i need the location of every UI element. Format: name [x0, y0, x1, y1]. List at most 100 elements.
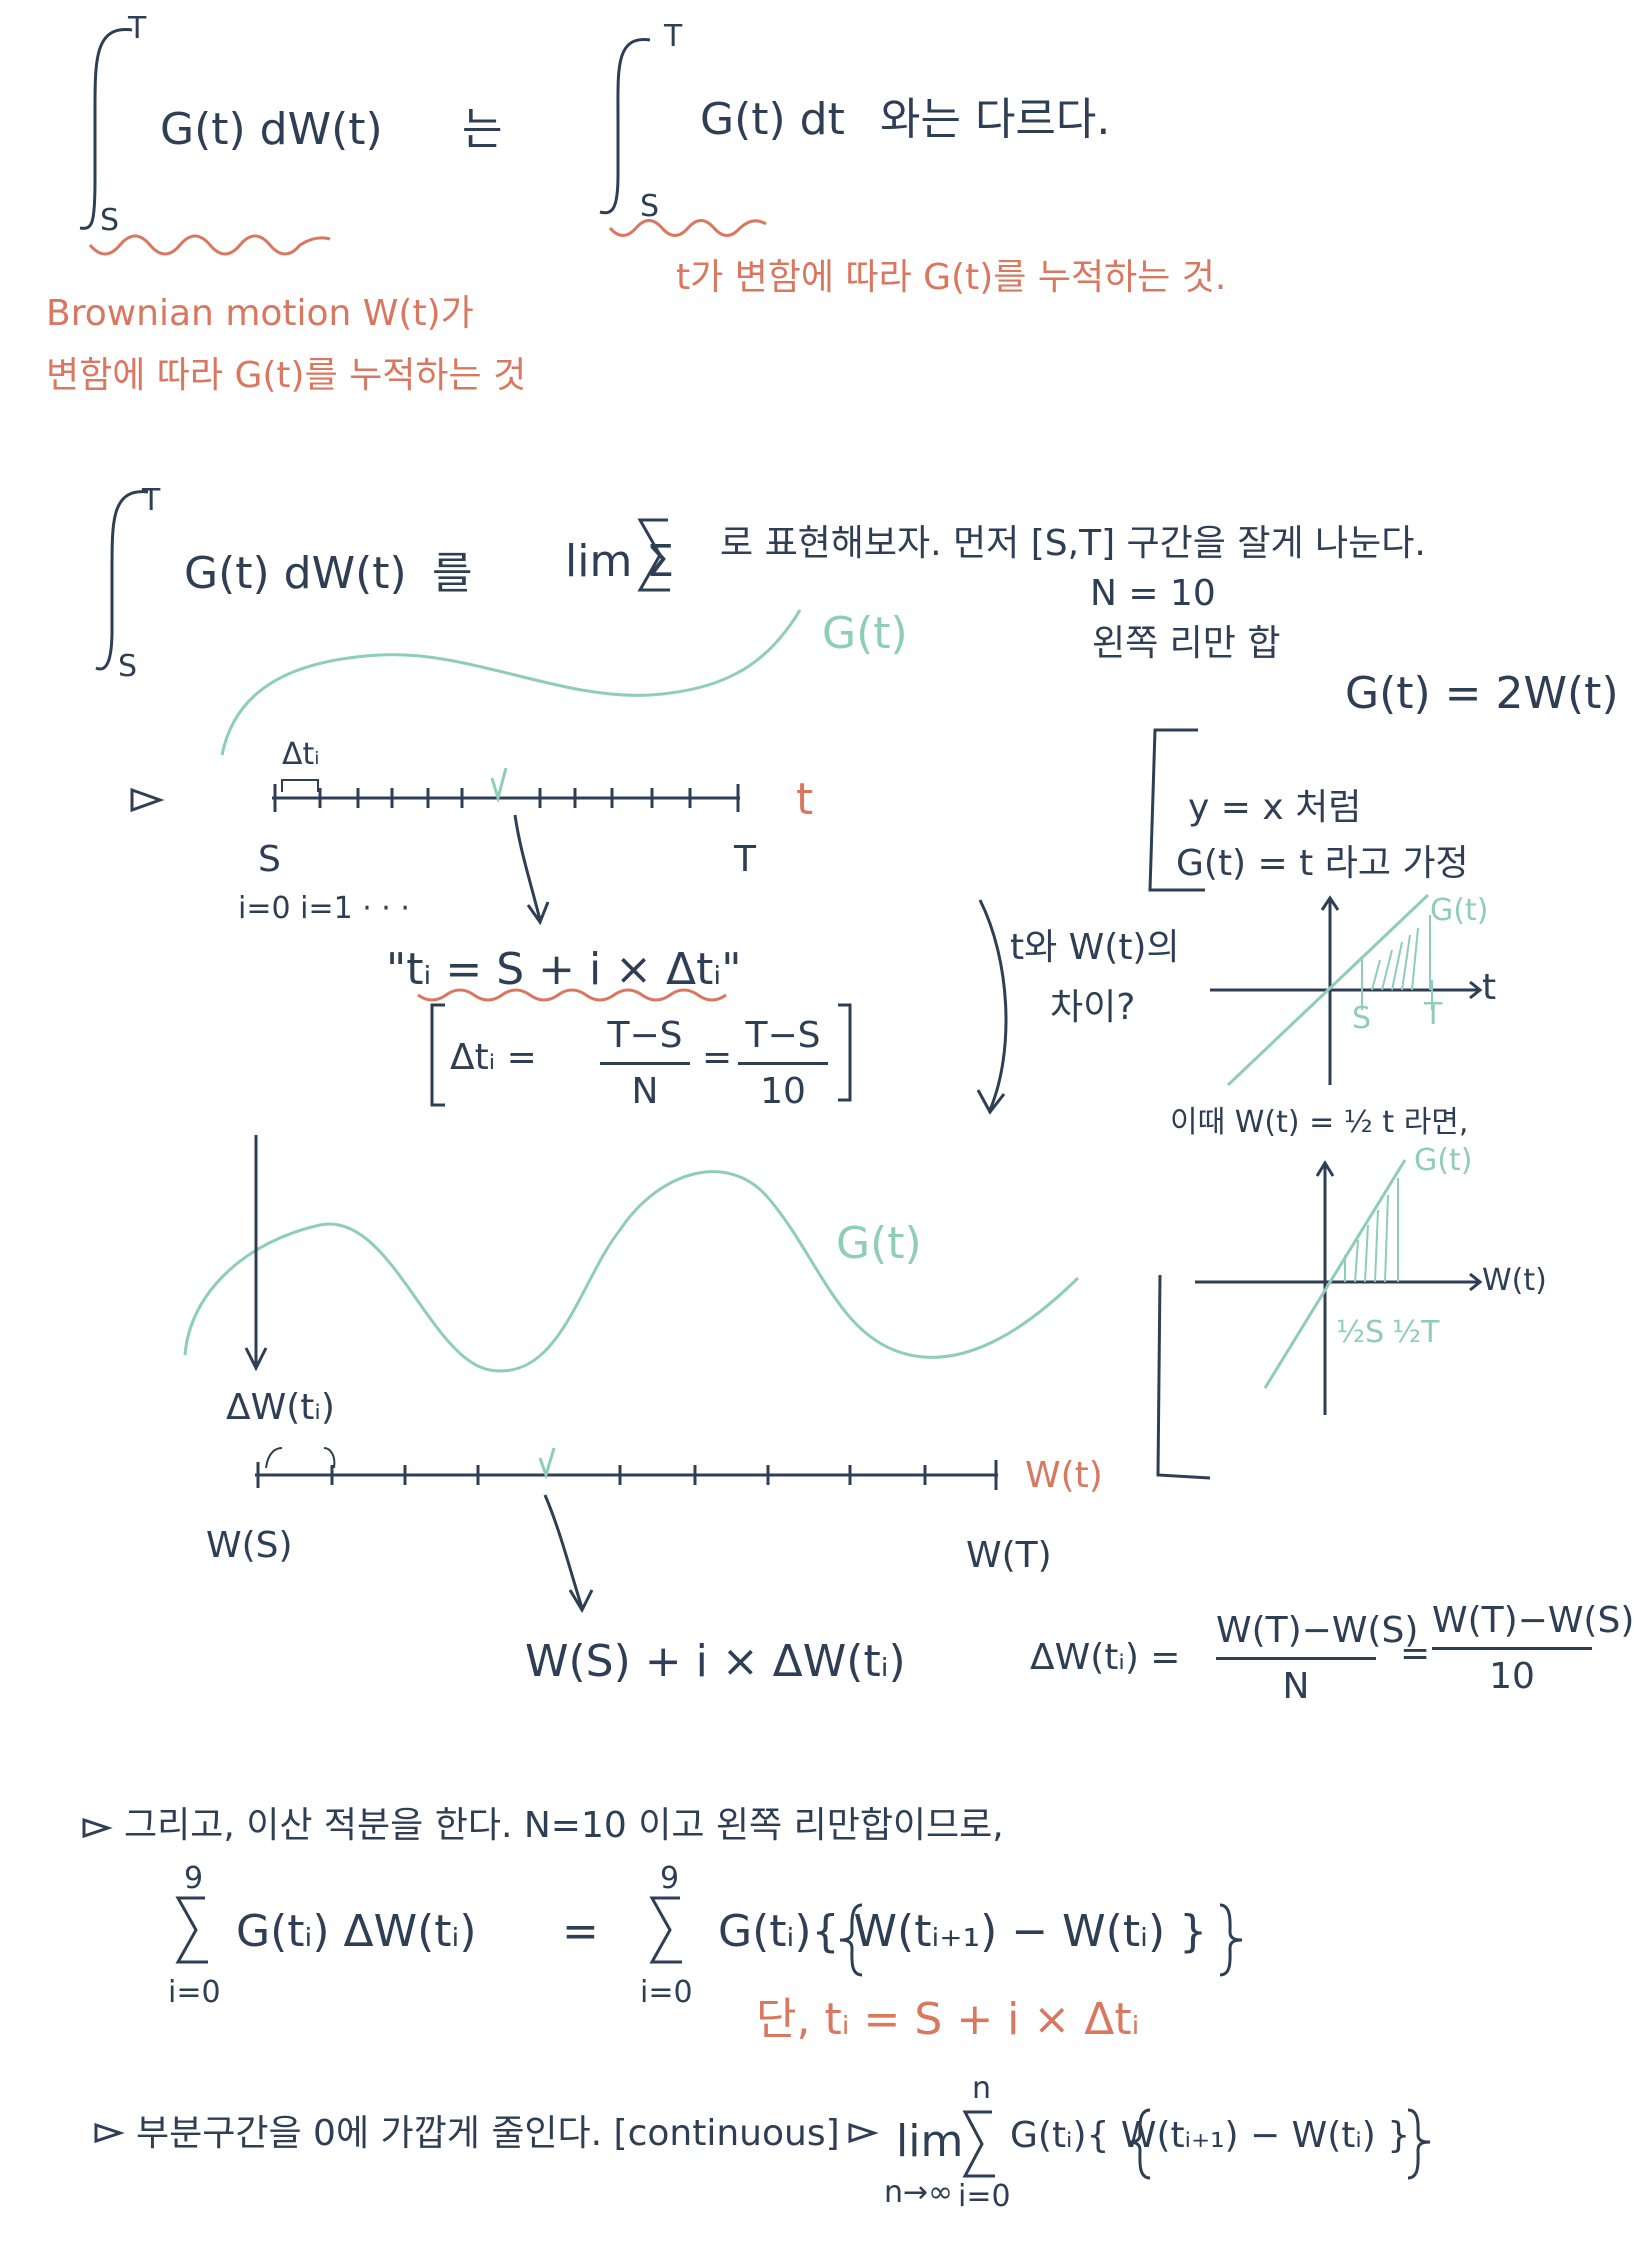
check-mark-t — [490, 767, 508, 804]
dti-eq: = — [702, 1037, 733, 1078]
sum1-upper: 9 — [184, 1861, 204, 1896]
int2-lower: S — [640, 189, 660, 224]
brace-open-2 — [1127, 2108, 1151, 2180]
arrow-to-formula — [513, 814, 550, 926]
intro-text: 로 표현해보자. 먼저 [S,T] 구간을 잘게 나눈다. — [720, 523, 1426, 564]
w-axis-ticks — [256, 1460, 998, 1490]
left-riemann: 왼쪽 리만 합 — [1092, 623, 1281, 664]
graph1-hatch — [1361, 915, 1431, 991]
formula-underline — [417, 988, 727, 1002]
sigma-rhs — [649, 1896, 682, 1964]
dt-bracket — [281, 779, 319, 792]
graph1-axis-label: t — [1482, 967, 1497, 1008]
dw-frac2-bar — [1432, 1647, 1592, 1650]
w-formula: W(S) + i × ΔW(tᵢ) — [525, 1636, 906, 1687]
bullet-arrow-2 — [82, 1817, 113, 1839]
dti-frac1-den: N — [631, 1071, 659, 1112]
dw-note-line2: 변함에 따라 G(t)를 누적하는 것 — [46, 355, 527, 396]
g-curve — [220, 609, 802, 756]
graph2-axes — [1195, 1160, 1483, 1415]
wt-label: W(T) — [966, 1535, 1052, 1576]
dw-frac1-num: W(T)−W(S) — [1216, 1610, 1419, 1651]
int1-upper: T — [128, 11, 147, 46]
int1-integrand: G(t) dW(t) — [160, 104, 383, 155]
when-w-text: 이때 W(t) = ½ t 라면, — [1170, 1105, 1469, 1140]
bracket-left — [430, 1003, 445, 1107]
diff-question-1: t와 W(t)의 — [1010, 927, 1180, 968]
lhs-term: G(tᵢ) ΔW(tᵢ) — [236, 1906, 477, 1957]
dti-frac2-num: T−S — [745, 1015, 821, 1056]
sum1-lower: i=0 — [168, 1975, 221, 2010]
squiggle-underline-1 — [88, 234, 331, 256]
lim-sub: n→∞ — [884, 2175, 954, 2210]
side-y-line2: G(t) = t 라고 가정 — [1176, 843, 1469, 884]
t-axis-ticks — [273, 784, 740, 812]
g-wave — [183, 1170, 1080, 1373]
brace-close-1 — [1219, 1903, 1243, 1977]
diff-question-2: 차이? — [1050, 987, 1136, 1028]
discrete-text: 그리고, 이산 적분을 한다. N=10 이고 왼쪽 리만합이므로, — [124, 1805, 1004, 1846]
int2-upper: T — [664, 19, 683, 54]
equals-sign: = — [562, 1906, 599, 1957]
reul-particle: 를 — [432, 548, 473, 599]
t-axis-label: t — [796, 774, 814, 825]
lim-term: G(tᵢ){ W(tᵢ₊₁) − W(tᵢ) } — [1010, 2115, 1411, 2156]
dt-note: t가 변함에 따라 G(t)를 누적하는 것. — [676, 257, 1227, 298]
dti-lhs: Δtᵢ = — [450, 1037, 537, 1078]
lim-sum: lim Σ — [565, 536, 675, 587]
graph1-s-label: S — [1352, 1001, 1372, 1036]
lim-sum-upper: n — [972, 2071, 992, 2106]
ti-formula: "tᵢ = S + i × Δtᵢ" — [386, 944, 742, 995]
dw-frac1-den: N — [1282, 1666, 1310, 1707]
dti-frac2-den: 10 — [760, 1071, 806, 1112]
g-curve-label: G(t) — [822, 608, 908, 659]
arrow-to-wformula — [543, 1494, 594, 1614]
squiggle-underline-2 — [608, 219, 767, 237]
dti-frac1: T−S N — [600, 1015, 690, 1112]
graph2-g-label: G(t) — [1414, 1143, 1473, 1178]
dti-frac1-bar — [600, 1062, 690, 1065]
int3-upper: T — [142, 483, 161, 518]
dw-frac2-num: W(T)−W(S) — [1432, 1600, 1634, 1641]
handwriting-strokes — [79, 28, 1483, 2180]
big-paren-arrow — [976, 899, 1008, 1115]
particle-neun: 는 — [462, 104, 503, 155]
dw-frac1-bar — [1216, 1657, 1376, 1660]
graph1-g-label: G(t) — [1430, 893, 1489, 928]
side-y-line1: y = x 처럼 — [1188, 787, 1362, 828]
lim-sum-lower: i=0 — [958, 2179, 1011, 2214]
int1-lower: S — [100, 203, 120, 238]
dw-frac1: W(T)−W(S) N — [1216, 1610, 1419, 1707]
check-mark-w — [538, 1447, 556, 1480]
note-page: T S G(t) dW(t) 는 T S G(t) dt 와는 다르다. t가 … — [46, 11, 1634, 2214]
graph1-t-label: T — [1424, 997, 1443, 1032]
sum2-upper: 9 — [660, 1861, 680, 1896]
graph2-line — [1263, 1159, 1407, 1389]
dti-frac2: T−S 10 — [738, 1015, 828, 1112]
brace-close-2 — [1407, 2108, 1431, 2180]
bullet-arrow-3 — [94, 2122, 125, 2144]
int3-lower: S — [118, 649, 138, 684]
wa-differs: 와는 다르다. — [880, 94, 1111, 145]
dw-frac2: W(T)−W(S) 10 — [1432, 1600, 1634, 1697]
condition-text: 단, tᵢ = S + i × Δtᵢ — [756, 1994, 1140, 2045]
side-bracket-top — [1148, 728, 1205, 892]
side-bracket-bottom — [1156, 1274, 1211, 1480]
rhs-term: G(tᵢ){ W(tᵢ₊₁) − W(tᵢ) } — [718, 1906, 1208, 1957]
dti-frac2-bar — [738, 1062, 828, 1065]
graph1-line — [1226, 893, 1430, 1087]
ws-label: W(S) — [206, 1525, 293, 1566]
g-equals-2w: G(t) = 2W(t) — [1345, 668, 1619, 719]
dt-i-label: Δtᵢ — [282, 737, 320, 772]
graph1-axes — [1210, 895, 1483, 1085]
w-axis-label: W(t) — [1025, 1455, 1103, 1496]
int2-integrand: G(t) dt — [700, 94, 845, 145]
wave-label: G(t) — [836, 1218, 922, 1269]
dw-label: ΔW(tᵢ) — [226, 1387, 335, 1428]
sigma-symbol — [637, 518, 670, 592]
dw-eq: = — [1400, 1633, 1431, 1674]
bracket-right — [838, 1003, 852, 1102]
integral-sign-dw — [79, 28, 133, 230]
integral-sign-2 — [95, 490, 149, 671]
bullet-arrow-1 — [130, 787, 165, 813]
